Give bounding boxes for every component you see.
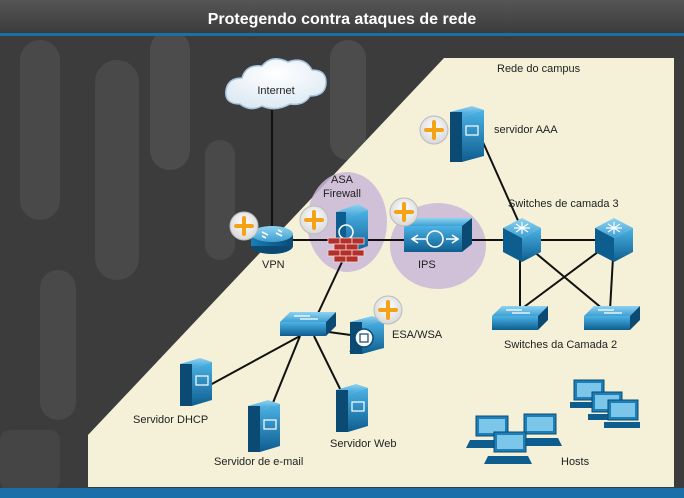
campus-area (88, 58, 674, 487)
vpn-label: VPN (262, 259, 285, 271)
hotspot-button-vpn[interactable] (229, 211, 259, 241)
ips-label: IPS (418, 259, 436, 271)
plus-icon (304, 210, 324, 230)
layer2-switches-label: Switches da Camada 2 (504, 339, 617, 351)
campus-label: Rede do campus (497, 63, 581, 75)
asa-firewall: ASA Firewall (323, 174, 368, 263)
aaa-server-label: servidor AAA (494, 124, 558, 136)
firewall-label-line2: Firewall (323, 188, 361, 200)
layer3-switch-left (503, 218, 541, 262)
layer2-switch-right (584, 306, 640, 330)
diagram-title: Protegendo contra ataques de rede (208, 11, 477, 28)
hotspot-button-firewall[interactable] (299, 205, 329, 235)
vpn-router: VPN (251, 226, 293, 271)
title-bar-underline (0, 33, 684, 36)
background-pattern (0, 30, 366, 490)
hosts-group: Hosts (466, 379, 640, 468)
layer2-switch-left (492, 306, 548, 330)
hotspot-button-ips[interactable] (389, 197, 419, 227)
dhcp-server: Servidor DHCP (133, 358, 212, 426)
web-server: Servidor Web (330, 384, 396, 450)
internet-label: Internet (257, 85, 294, 97)
aaa-server: servidor AAA (450, 106, 558, 162)
esa-wsa-label: ESA/WSA (392, 329, 443, 341)
firewall-label-line1: ASA (331, 174, 354, 186)
dhcp-server-label: Servidor DHCP (133, 414, 208, 426)
web-server-label: Servidor Web (330, 438, 396, 450)
ips-device: IPS (404, 218, 472, 271)
hotspot-button-aaa[interactable] (419, 115, 449, 145)
host-pc (484, 431, 532, 464)
plus-icon (424, 120, 444, 140)
hotspot-button-esa-wsa[interactable] (373, 295, 403, 325)
internet-cloud: Internet (225, 58, 327, 110)
esa-wsa-appliance: ESA/WSA (349, 316, 443, 354)
layer3-switch-right (595, 218, 633, 262)
hosts-label: Hosts (561, 456, 590, 468)
plus-icon (234, 216, 254, 236)
plus-icon (394, 202, 414, 222)
layer3-switches-label: Switches de camada 3 (508, 198, 619, 210)
host-pc (604, 399, 640, 428)
bottom-bar (0, 488, 684, 498)
email-server: Servidor de e-mail (214, 400, 303, 468)
plus-icon (378, 300, 398, 320)
access-switch (280, 312, 336, 336)
email-server-label: Servidor de e-mail (214, 456, 303, 468)
title-bar (0, 0, 684, 36)
